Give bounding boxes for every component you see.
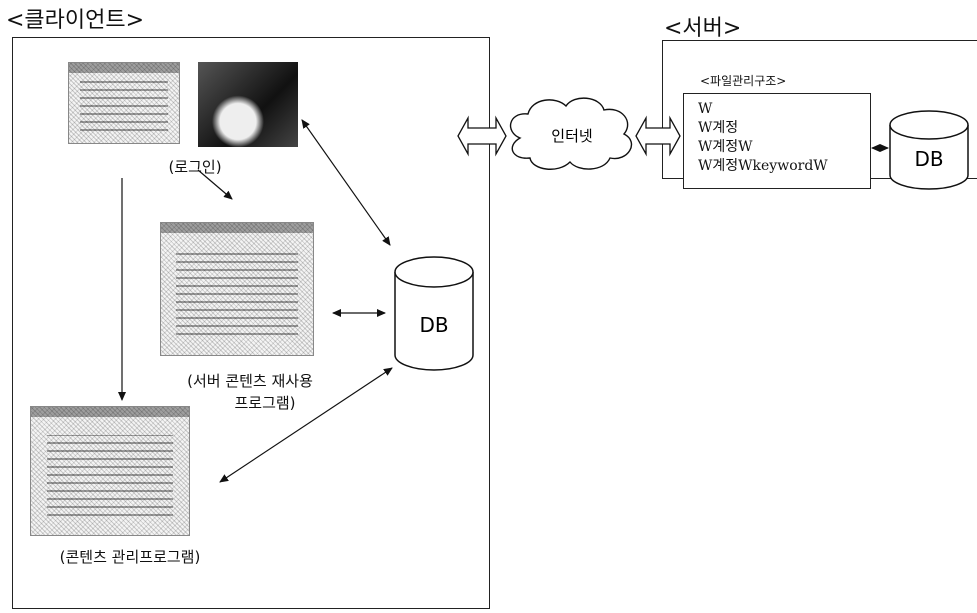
server-db-label: DB bbox=[914, 147, 943, 171]
login-to-reuse-arrow bbox=[198, 170, 232, 199]
login-db-arrow bbox=[302, 120, 390, 245]
internet-label: 인터넷 bbox=[551, 127, 592, 145]
manage-db-arrow bbox=[220, 368, 392, 482]
server-network-link-arrow bbox=[636, 118, 680, 154]
client-network-link-arrow bbox=[458, 118, 506, 154]
client-db-label: DB bbox=[419, 313, 448, 337]
